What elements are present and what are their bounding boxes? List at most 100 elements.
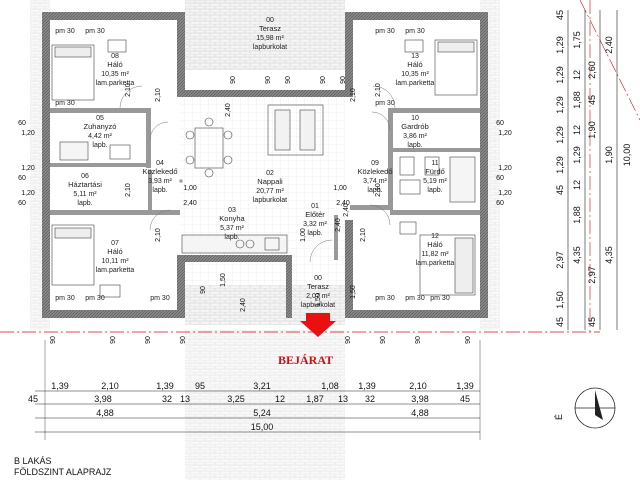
bottom-dim-row3: 4,88 (411, 408, 429, 418)
room-name: Háló (407, 60, 422, 69)
right-dim-col2: 1,88 (572, 91, 582, 109)
room-number: 04 (156, 160, 164, 167)
room-name: Terasz (259, 24, 281, 33)
north-arrow: É (554, 387, 616, 429)
door-label: pm 30 (405, 28, 425, 35)
room-area: 3,86 m² (403, 133, 427, 140)
inner-dim: 2,10 (125, 183, 132, 197)
room-number: 06 (81, 173, 89, 180)
right-dim-col2: 12 (572, 125, 582, 135)
right-dim-col1: 45 (555, 185, 565, 195)
room-area: 15,98 m² (256, 35, 284, 42)
room-floor: lapb. (307, 230, 322, 237)
door-label: pm 30 (150, 295, 170, 302)
plan-title-line1: B LAKÁS (14, 456, 52, 466)
bottom-dim-row1: 1,39 (51, 381, 69, 391)
right-dim-col5: 10,00 (622, 144, 632, 167)
inner-dim: 1,50 (350, 285, 357, 299)
room-number: 07 (111, 240, 119, 247)
room-name: Háló (107, 60, 122, 69)
right-dim-col1: 1,29 (555, 36, 565, 54)
right-dim-col2: 12 (572, 180, 582, 190)
bottom-dim-row1: 95 (195, 381, 205, 391)
room-number: 00 (314, 275, 322, 282)
bottom-dim-row2: 45 (28, 394, 38, 404)
right-dim-col1: 1,29 (555, 96, 565, 114)
inner-dim: 2,40 (336, 200, 350, 207)
room-number: 03 (228, 207, 236, 214)
bottom-dim-row1: 2,10 (409, 381, 427, 391)
room-number: 11 (431, 160, 438, 167)
room-name: Előtér (305, 210, 325, 219)
inner-dim: 2,40 (240, 298, 247, 312)
bottom-dim-row1: 1,39 (358, 381, 376, 391)
bottom-dim-row2: 3,25 (227, 394, 245, 404)
room-name: Nappali (257, 177, 283, 186)
bottom-dim-row1: 1,08 (321, 381, 339, 391)
room-number: 05 (96, 115, 104, 122)
inner-dim: 90 (230, 76, 237, 84)
room-name: Háló (427, 240, 442, 249)
door-label: pm 30 (85, 295, 105, 302)
right-dim-col2: 1,88 (572, 206, 582, 224)
bottom-dim-row2: 3,98 (94, 394, 112, 404)
inner-dim: 60 (18, 200, 26, 207)
room-number: 02 (266, 170, 274, 177)
room-area: 5,19 m² (423, 178, 447, 185)
inner-dim: 1,50 (315, 293, 322, 307)
bottom-dim-row1: 2,10 (101, 381, 119, 391)
bottom-dimensions (35, 340, 481, 440)
bottom-dim-row2: 32 (162, 394, 172, 404)
right-dimensions (567, 10, 618, 330)
right-dim-col3: 45 (587, 95, 597, 105)
inner-dim: 90 (340, 76, 347, 84)
door-label: pm 30 (375, 100, 395, 107)
bottom-dim-row2: 45 (460, 394, 470, 404)
entry-label: BEJÁRAT (278, 353, 333, 367)
inner-dim: 1,20 (21, 130, 35, 137)
room-floor: lam.parketta (96, 267, 135, 274)
inner-dimensions: 2,102,102,102,102,102,102,102,102,402,40… (18, 76, 512, 344)
room-number: 00 (266, 17, 274, 24)
room-floor: lam.parketta (396, 80, 435, 87)
inner-dim: 2,10 (155, 228, 162, 242)
room-number: 01 (311, 203, 319, 210)
inner-dim: 1,20 (21, 165, 35, 172)
right-dim-col3: 1,90 (587, 121, 597, 139)
room-area: 3,93 m² (148, 178, 172, 185)
bottom-dim-row2: 32 (365, 394, 375, 404)
room-floor: lapb. (152, 187, 167, 194)
inner-dim: 90 (415, 336, 422, 344)
right-dim-col1: 1,29 (555, 126, 565, 144)
room-floor: lapb. (77, 200, 92, 207)
right-dim-col4: 4,35 (604, 246, 614, 264)
inner-dim: 1,00 (183, 185, 197, 192)
room-floor: lapb. (427, 187, 442, 194)
right-dim-col4: 1,90 (604, 146, 614, 164)
bottom-dim-row2: 12 (275, 394, 285, 404)
inner-dim: 2,10 (125, 83, 132, 97)
door-label: pm 30 (55, 295, 75, 302)
right-dim-col3: 45 (587, 317, 597, 327)
room-name: Közlekedő (142, 167, 177, 176)
inner-dim: 2,40 (343, 203, 350, 217)
right-dim-col2: 12 (572, 70, 582, 80)
bottom-dim-row1: 1,39 (156, 381, 174, 391)
room-name: Zuhanyzó (84, 122, 117, 131)
inner-dim: 90 (180, 336, 187, 344)
room-area: 10,35 m² (401, 71, 429, 78)
room-area: 5,37 m² (220, 225, 244, 232)
inner-dim: 2,10 (360, 228, 367, 242)
right-dim-col1: 1,29 (555, 66, 565, 84)
right-dim-col1: 1,50 (555, 291, 565, 309)
inner-dim: 90 (265, 76, 272, 84)
door-label: pm 30 (55, 28, 75, 35)
room-name: Háztartási (68, 180, 102, 189)
inner-dim: 2,10 (375, 83, 382, 97)
plan-title-line2: FÖLDSZINT ALAPRAJZ (14, 467, 112, 477)
